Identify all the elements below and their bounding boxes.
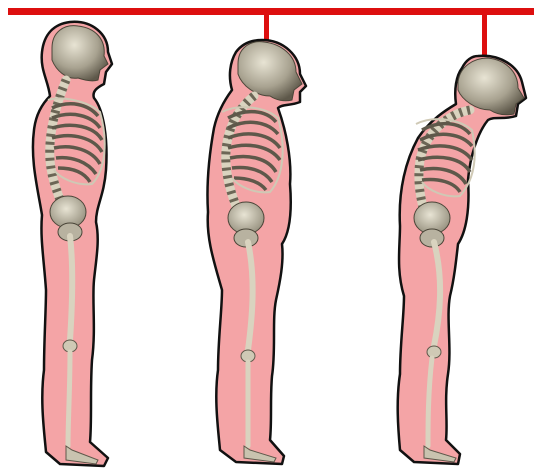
body-silhouette [398,56,526,464]
femur [70,236,72,340]
figure-upright [33,22,112,466]
reference-connector-3 [482,12,487,60]
reference-line [8,8,534,15]
reference-connector-2 [264,12,269,42]
body-silhouette [207,40,306,464]
figure-mild-kyphosis [207,40,306,464]
figure-severe-kyphosis [398,56,526,464]
tibia [68,352,70,446]
